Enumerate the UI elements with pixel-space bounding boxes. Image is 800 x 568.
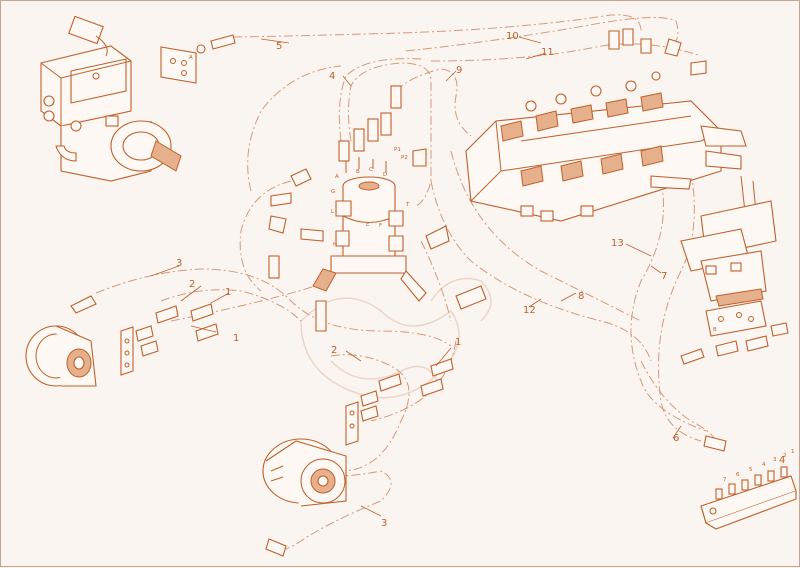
hose-routes	[95, 14, 717, 550]
callout-13: 13	[611, 238, 624, 249]
hose-7	[658, 170, 702, 442]
manifold-mark-5: 5	[749, 467, 753, 473]
center-fittings	[360, 358, 454, 422]
hose-6	[640, 360, 717, 442]
hydraulic-pump	[40, 15, 182, 182]
swivel-fittings	[268, 168, 487, 332]
callout-leaders	[150, 36, 682, 517]
callout-4-manifold: 4	[779, 455, 785, 466]
swivel-joint: A B C D P1 P2 G T L E F H	[312, 85, 450, 302]
hose-swivel-right	[420, 240, 452, 322]
callout-9: 9	[456, 65, 462, 76]
hose-3-lower	[280, 470, 392, 550]
callout-numbers: 1 1 1 2 2 3 3 4 4 5 6 7 8 9 10 11 12 13	[176, 31, 785, 529]
control-valve	[465, 71, 747, 222]
travel-motor-left	[25, 295, 97, 387]
callout-5: 5	[276, 41, 282, 52]
hose-10	[405, 16, 679, 52]
callout-3-left: 3	[176, 258, 182, 269]
travel-pedal-valve	[680, 175, 777, 307]
port-label-g: G	[331, 189, 335, 195]
valve-top-fittings	[608, 28, 707, 76]
hose-pump	[247, 65, 342, 192]
hose-2-lower	[330, 354, 410, 472]
bracket-plate-b: B	[705, 300, 767, 337]
port-label-p2: P2	[401, 155, 408, 161]
port-label-f: F	[379, 223, 382, 229]
port-label-d: D	[383, 172, 387, 178]
hose-13	[630, 180, 707, 432]
port-label-t: T	[405, 202, 410, 208]
bracket-plate-center	[345, 401, 359, 446]
callout-4-swivel: 4	[329, 71, 335, 82]
hose-4b	[338, 58, 422, 142]
hose-11	[430, 43, 702, 62]
hose-8	[450, 150, 642, 322]
fitting-6	[703, 435, 727, 452]
callout-1-left: 1	[233, 333, 239, 344]
plate-letter-a: A	[189, 55, 193, 61]
hose-4	[348, 62, 432, 207]
callout-6: 6	[673, 433, 679, 444]
bracket-plate-left	[120, 326, 134, 376]
manifold-mark-3: 3	[773, 457, 777, 463]
hose-1-upper	[170, 280, 332, 322]
port-label-e: E	[366, 222, 370, 228]
callout-8: 8	[578, 291, 584, 302]
port-label-a: A	[335, 174, 339, 180]
travel-motor-bottom	[262, 438, 347, 557]
hose-3-upper	[95, 268, 452, 347]
manifold-mark-6: 6	[736, 472, 740, 478]
callout-3-bottom: 3	[381, 518, 387, 529]
hose-9	[395, 68, 472, 137]
port-label-c: C	[369, 167, 373, 173]
plate-letter-b: B	[713, 327, 717, 333]
fitting-5	[196, 34, 236, 54]
port-label-h: H	[333, 242, 337, 248]
callout-11: 11	[541, 47, 554, 58]
callout-12: 12	[523, 305, 536, 316]
port-label-p1: P1	[394, 147, 401, 153]
pedal-fittings	[680, 322, 789, 365]
callout-1-center: 1	[455, 337, 461, 348]
callout-10: 10	[506, 31, 519, 42]
hose-5	[232, 14, 642, 38]
left-fittings	[135, 303, 219, 357]
hose-swivel-left	[239, 180, 292, 292]
hose-2-upper	[160, 289, 302, 322]
manifold-bar: 7 6 5 4 3 2 1	[700, 449, 797, 530]
callout-1-upper: 1	[225, 287, 231, 298]
port-label-l: L	[331, 209, 335, 215]
bracket-plate-a: A	[160, 46, 197, 84]
manifold-mark-2: 2	[783, 453, 787, 459]
manifold-ports	[715, 466, 788, 500]
manifold-mark-1: 1	[791, 449, 795, 455]
port-label-b: B	[356, 169, 360, 175]
callout-2-left: 2	[189, 279, 195, 290]
manifold-mark-4: 4	[762, 462, 766, 468]
callout-7: 7	[661, 271, 667, 282]
manifold-mark-7: 7	[723, 477, 727, 483]
callout-2-center: 2	[331, 345, 337, 356]
